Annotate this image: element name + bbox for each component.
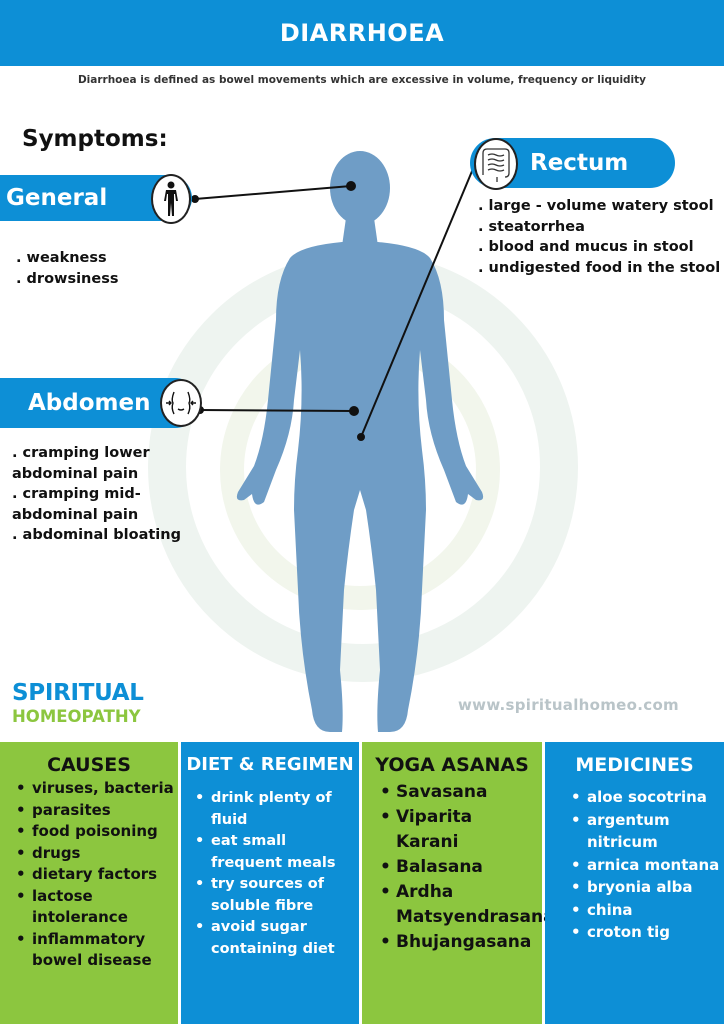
general-symptoms-list: . weakness . drowsiness [16, 248, 118, 289]
list-item: bryonia alba [571, 876, 721, 899]
list-item: argentum nitricum [571, 809, 721, 854]
list-item: drink plenty of fluid [195, 788, 355, 831]
medicines-title: MEDICINES [575, 754, 694, 776]
list-item: Viparita Karani [380, 805, 540, 855]
list-item: Balasana [380, 855, 540, 880]
human-figure-icon [151, 174, 191, 224]
list-item: . blood and mucus in stool [478, 239, 694, 255]
rectum-symptoms-list: . large - volume watery stool . steatorr… [478, 196, 722, 278]
list-item: Ardha Matsyendrasana [380, 880, 555, 930]
abdomen-icon [160, 379, 202, 427]
list-item: arnica montana [571, 854, 721, 877]
list-item: china [571, 899, 721, 922]
list-item: . drowsiness [16, 270, 119, 287]
medicines-list: aloe socotrina argentum nitricum arnica … [571, 786, 721, 944]
list-item: . cramping mid-abdominal pain [12, 486, 141, 523]
general-leader-start [191, 195, 199, 203]
list-item: Bhujangasana [380, 930, 540, 955]
list-item: croton tig [571, 921, 721, 944]
list-item: . cramping lower abdominal pain [12, 445, 150, 482]
rectum-leader-end [357, 433, 365, 441]
list-item: dietary factors [16, 864, 176, 886]
diet-list: drink plenty of fluid eat small frequent… [195, 788, 355, 960]
list-item: parasites [16, 800, 176, 822]
list-item: lactose intolerance [16, 886, 176, 929]
website-url: www.spiritualhomeo.com [458, 696, 679, 714]
intestine-icon [474, 138, 518, 190]
brand-logo-line2: HOMEOPATHY [12, 707, 141, 726]
abdomen-leader-end [349, 406, 359, 416]
list-item: viruses, bacteria [16, 778, 176, 800]
general-leader-end [346, 181, 356, 191]
causes-list: viruses, bacteria parasites food poisoni… [16, 778, 176, 972]
list-item: . large - volume watery stool [478, 198, 714, 214]
list-item: . abdominal bloating [12, 527, 181, 543]
page-title: DIARRHOEA [279, 19, 445, 47]
list-item: . undigested food in the stool [478, 259, 721, 276]
list-item: food poisoning [16, 821, 176, 843]
yoga-list: Savasana Viparita Karani Balasana Ardha … [380, 780, 555, 955]
list-item: aloe socotrina [571, 786, 721, 809]
diet-title: DIET & REGIMEN [186, 754, 354, 775]
list-item: . steatorrhea [478, 218, 585, 235]
list-item: . weakness [16, 250, 107, 266]
title-banner: DIARRHOEA [0, 0, 724, 66]
abdomen-symptoms-list: . cramping lower abdominal pain . crampi… [12, 443, 187, 546]
causes-title: CAUSES [47, 754, 131, 776]
list-item: try sources of soluble fibre [195, 874, 355, 917]
symptoms-heading: Symptoms: [22, 126, 168, 152]
list-item: inflammatory bowel disease [16, 929, 176, 972]
yoga-title: YOGA ASANAS [375, 754, 529, 776]
list-item: eat small frequent meals [195, 831, 355, 874]
brand-logo-line1: SPIRITUAL [12, 680, 144, 706]
list-item: Savasana [380, 780, 540, 805]
list-item: drugs [16, 843, 176, 865]
definition-text: Diarrhoea is defined as bowel movements … [77, 74, 647, 86]
list-item: avoid sugar containing diet [195, 917, 355, 960]
human-body-silhouette [236, 151, 484, 732]
